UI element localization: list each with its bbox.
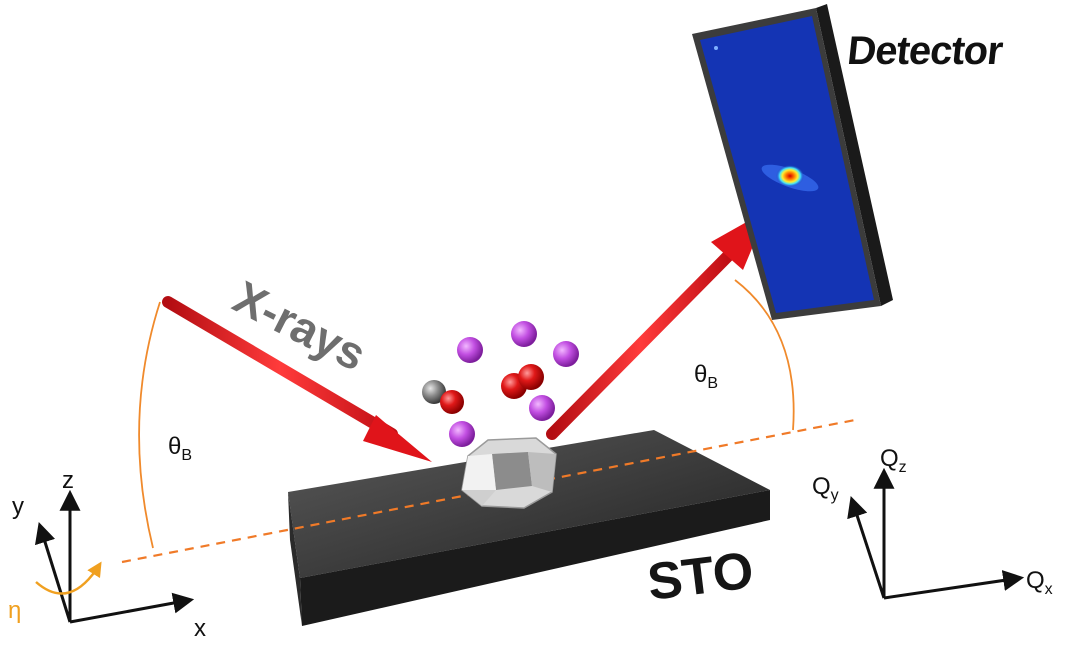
o2-molecule <box>501 364 544 399</box>
diffracted-xray-beam <box>546 210 768 440</box>
axis-label-qz: Qz <box>880 445 907 476</box>
reciprocal-axes: Qz Qy Qx <box>812 445 1053 600</box>
purple-atom <box>457 337 483 363</box>
svg-text:Detector: Detector <box>845 29 1004 73</box>
svg-text:STO: STO <box>644 541 756 611</box>
incident-angle-arc <box>138 301 161 549</box>
purple-atom <box>511 321 537 347</box>
purple-atom <box>529 395 555 421</box>
detector-label: Detector <box>845 29 1004 73</box>
axis-label-eta: η <box>8 597 21 624</box>
theta-b-incident-label: θB <box>168 433 192 464</box>
axis-label-x: x <box>194 615 206 642</box>
axis-label-z: z <box>62 467 74 494</box>
sto-label: STO <box>644 541 756 611</box>
incident-xray-beam <box>162 296 432 462</box>
xrays-label: X-rays <box>225 271 374 381</box>
co-molecule <box>422 380 464 414</box>
axis-label-y: y <box>12 493 24 520</box>
qx-axis <box>883 570 1025 600</box>
axis-label-qx: Qx <box>1026 567 1053 598</box>
svg-text:X-rays: X-rays <box>225 271 374 381</box>
sample-axes: z y x η <box>8 467 206 642</box>
x-axis <box>69 592 195 624</box>
exit-angle-arc <box>734 279 795 431</box>
theta-b-exit-label: θB <box>694 361 718 392</box>
gas-molecules <box>422 321 579 447</box>
axis-label-qy: Qy <box>812 473 839 504</box>
detector-panel <box>692 4 893 320</box>
purple-atom <box>449 421 475 447</box>
nanocrystal <box>461 437 557 509</box>
y-axis <box>34 521 72 623</box>
purple-atom <box>553 341 579 367</box>
diffraction-spot <box>776 165 804 187</box>
eta-rotation-arrow <box>35 561 102 595</box>
qy-axis <box>847 496 886 599</box>
